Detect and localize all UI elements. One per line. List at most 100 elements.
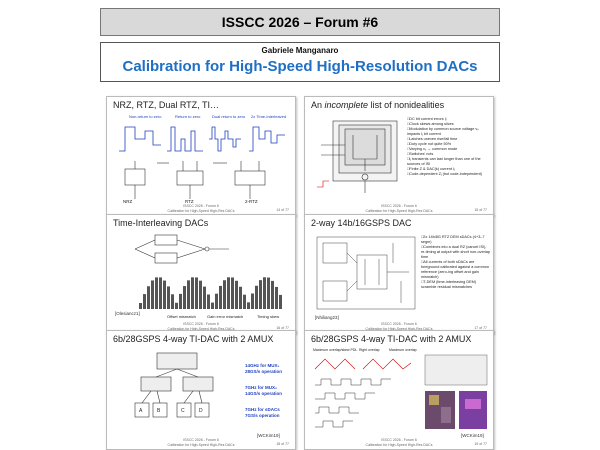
bullet-item: Clock skews among slices bbox=[407, 122, 491, 127]
bullet-item: Finite Z & DAC(k) current Iⱼ bbox=[407, 167, 491, 172]
sample-bar bbox=[187, 280, 190, 309]
sample-bar bbox=[275, 286, 278, 309]
sample-bar bbox=[267, 277, 270, 309]
slide-title: 2-way 14b/16GSPS DAC bbox=[311, 218, 412, 228]
sample-bar bbox=[159, 277, 162, 309]
sample-bar bbox=[231, 277, 234, 309]
forum-banner: ISSCC 2026 – Forum #6 bbox=[100, 8, 500, 36]
slide-page-number: 16 of 77 bbox=[276, 326, 289, 330]
sample-bar bbox=[239, 286, 242, 309]
sample-bar bbox=[255, 285, 258, 309]
slide-title: Time-Interleaving DACs bbox=[113, 218, 209, 228]
waveform-label: Dual return to zero bbox=[212, 114, 246, 119]
sample-bar bbox=[223, 280, 226, 309]
bullet-item: Latches uneven rise/fall time bbox=[407, 137, 491, 142]
svg-text:D: D bbox=[199, 408, 203, 414]
slide-thumbnail-ti-dac-amux-measured[interactable]: 6b/28GSPS 4-way TI-DAC with 2 AMUX Maxim… bbox=[304, 330, 494, 450]
bullet-item: Combines into a dual RZ (cancel ISI), re… bbox=[421, 245, 491, 260]
title-box: Gabriele Manganaro Calibration for High-… bbox=[100, 42, 500, 82]
waveform-diagram bbox=[119, 126, 285, 152]
slide-thumbnail-nrz-rtz[interactable]: NRZ, RTZ, Dual RTZ, TI… Non-return to ze… bbox=[106, 96, 296, 216]
bullet-item: Iⱼ transients can last longer than one o… bbox=[407, 157, 491, 167]
die-photo bbox=[424, 354, 488, 429]
sample-bar bbox=[143, 294, 146, 309]
timing-waveforms bbox=[314, 358, 412, 428]
plot-label: Maximum overlap/skew PDL bbox=[313, 348, 358, 352]
slide-title: NRZ, RTZ, Dual RTZ, TI… bbox=[113, 100, 220, 110]
slide-page-number: 17 of 77 bbox=[474, 326, 487, 330]
sample-bar bbox=[251, 293, 254, 309]
error-label-skew: Timing skew bbox=[257, 314, 280, 319]
sample-bar bbox=[271, 280, 274, 309]
sample-bar bbox=[175, 302, 178, 309]
slide-title: An incomplete list of nonidealities bbox=[311, 100, 445, 110]
sample-bar bbox=[211, 302, 214, 309]
sample-bar bbox=[139, 303, 142, 309]
waveform-label: 2x Time-Interleaved bbox=[251, 114, 287, 119]
sample-bar bbox=[207, 294, 210, 309]
dac-schematic bbox=[316, 236, 416, 310]
bullet-item: Duty cycle not quite 50% bbox=[407, 142, 491, 147]
sample-bar bbox=[151, 280, 154, 309]
plot-label: Maximum overlap bbox=[389, 348, 417, 352]
bullet-item: All currents of both sDACs are foregroun… bbox=[421, 260, 491, 280]
slide-thumbnail-time-interleaving[interactable]: Time-Interleaving DACs Offset mismatch G… bbox=[106, 214, 296, 334]
slide-citation: [WCKim19] bbox=[257, 433, 280, 438]
circuit-label-rtz: RTZ bbox=[185, 199, 194, 204]
sample-bar bbox=[243, 294, 246, 309]
circuit-label-2rtz: 2-RTZ bbox=[245, 199, 258, 204]
slide-page-number: 15 of 77 bbox=[474, 208, 487, 212]
slide-page-number: 19 of 77 bbox=[474, 442, 487, 446]
sample-bar bbox=[147, 286, 150, 309]
slide-citation: [Olesiancz1] bbox=[115, 311, 140, 316]
svg-text:B: B bbox=[157, 408, 161, 414]
bullet-item: 2x 14b/8G RTZ DEM sDACs (4+3–7 segm) bbox=[421, 235, 491, 245]
slide-page-number: 14 of 77 bbox=[276, 208, 289, 212]
slide-title: 6b/28GSPS 4-way TI-DAC with 2 AMUX bbox=[311, 334, 472, 344]
sample-bar bbox=[195, 277, 198, 309]
clock-note: 7GHz for MUX₂ 14GS/s operation bbox=[245, 385, 283, 396]
sample-bar bbox=[171, 294, 174, 309]
sample-bar bbox=[163, 280, 166, 309]
svg-text:A: A bbox=[139, 408, 143, 414]
author-name: Gabriele Manganaro bbox=[261, 46, 339, 55]
bullet-item: T-DEM (time-interleaving DEM) scramble r… bbox=[421, 280, 491, 290]
dac-feature-list: 2x 14b/8G RTZ DEM sDACs (4+3–7 segm) Com… bbox=[421, 235, 491, 290]
error-label-gain: Gain error mismatch bbox=[207, 314, 244, 319]
slide-title: 6b/28GSPS 4-way TI-DAC with 2 AMUX bbox=[113, 334, 274, 344]
slide-thumbnail-2way-dac[interactable]: 2-way 14b/16GSPS DAC 2x 14b/8G RTZ DEM s… bbox=[304, 214, 494, 334]
waveform-label: Non-return to zero bbox=[129, 114, 162, 119]
slide-page-number: 18 of 77 bbox=[276, 442, 289, 446]
slide-thumbnail-nonidealities[interactable]: An incomplete list of nonidealities DC b… bbox=[304, 96, 494, 216]
sample-bar bbox=[179, 293, 182, 309]
sample-bar bbox=[279, 294, 282, 309]
sample-bar bbox=[263, 277, 266, 309]
sample-bar bbox=[227, 277, 230, 309]
sample-bar bbox=[235, 280, 238, 309]
bullet-item: Switches' ncts bbox=[407, 152, 491, 157]
sample-bar bbox=[155, 277, 158, 309]
plot-label: Right overlap bbox=[359, 348, 380, 352]
bullet-item: Varying vₛ → common mode bbox=[407, 147, 491, 152]
waveform-label: Return to zero bbox=[175, 114, 201, 119]
sample-bar bbox=[199, 280, 202, 309]
slide-citation: [Nhiliang23] bbox=[315, 315, 339, 320]
bullet-item: DC bit current errors Iⱼ bbox=[407, 117, 491, 122]
nonideality-list: DC bit current errors Iⱼ Clock skews amo… bbox=[407, 117, 491, 177]
ti-sample-bars bbox=[139, 277, 282, 309]
slide-citation: [WCKim19] bbox=[461, 433, 484, 438]
sample-bar bbox=[203, 286, 206, 309]
clock-note: 14GHz for MUX₁ 28GS/s operation bbox=[245, 363, 283, 374]
circuit-label-nrz: NRZ bbox=[123, 199, 133, 204]
ti-block-diagram bbox=[134, 234, 229, 264]
sample-bar bbox=[247, 302, 250, 309]
clock-note: 7GHz for sDACs 7GS/s operation bbox=[245, 407, 280, 418]
